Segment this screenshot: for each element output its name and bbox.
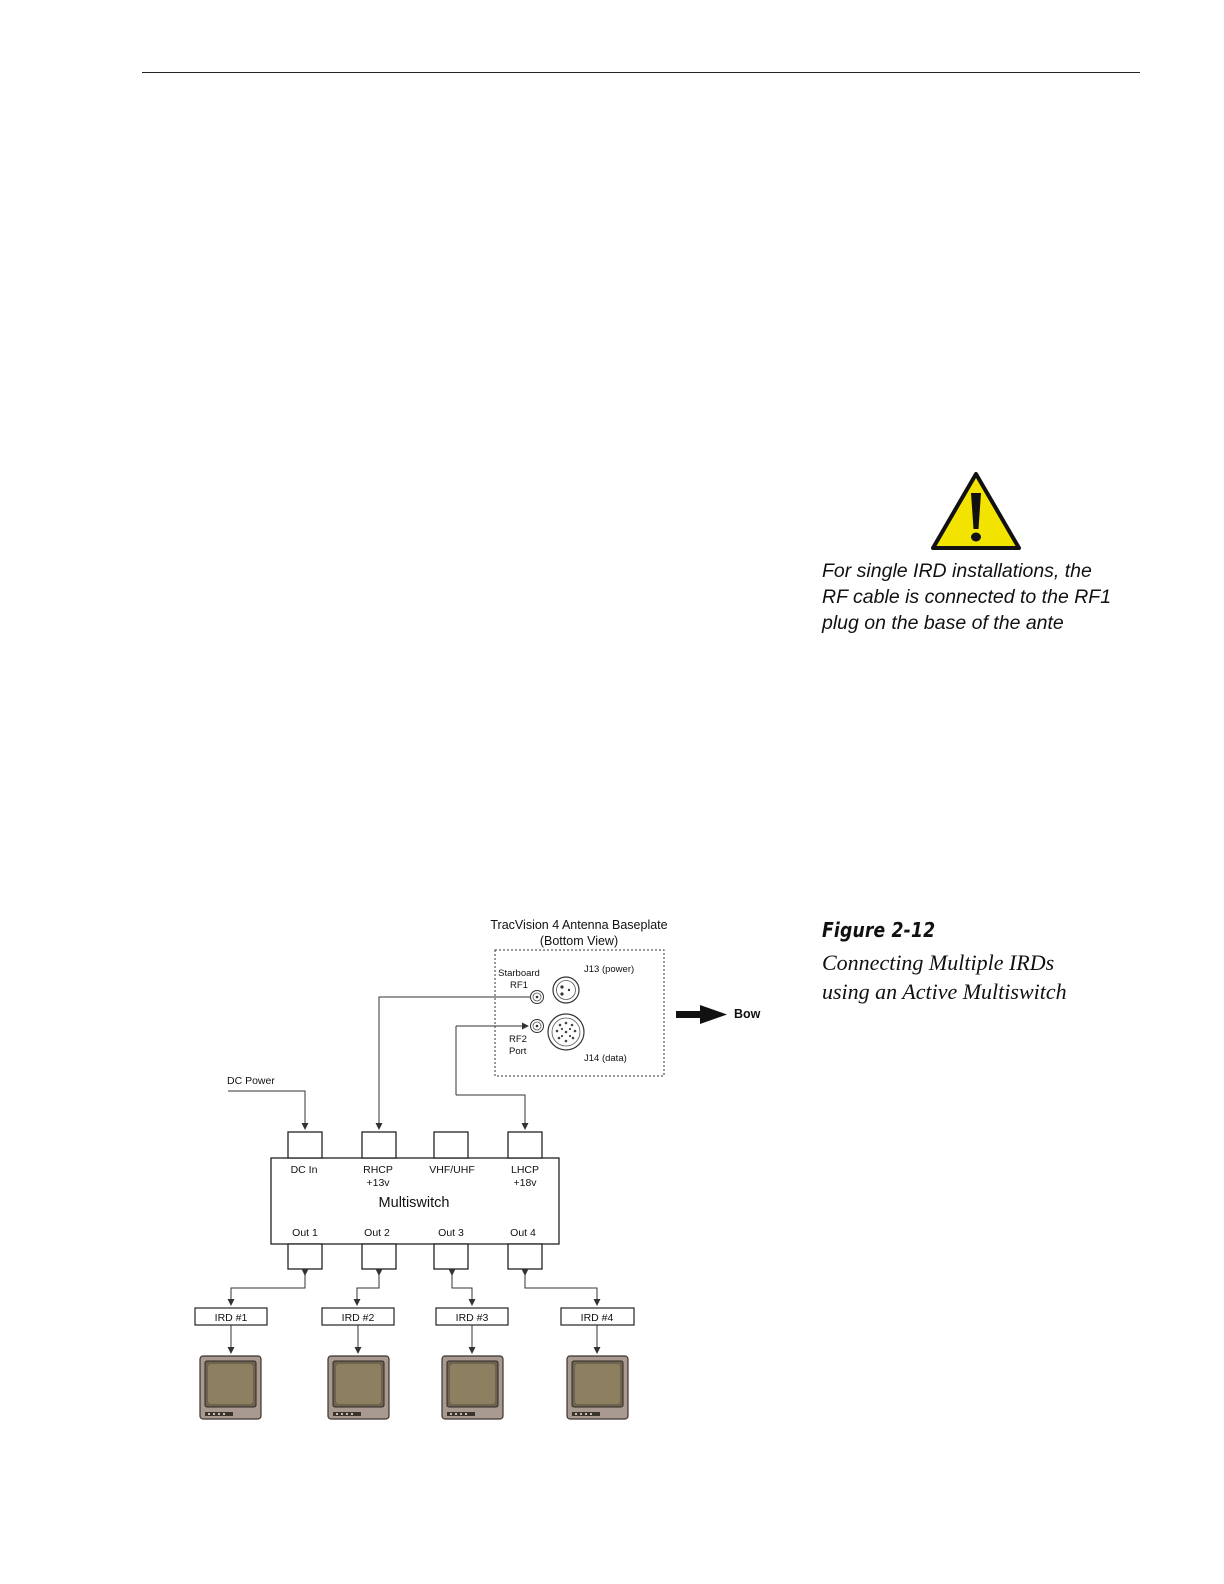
starboard-label: Starboard bbox=[498, 968, 540, 979]
figure-caption: Connecting Multiple IRDs using an Active… bbox=[822, 948, 1182, 1006]
header-rule bbox=[142, 72, 1140, 73]
vhf-uhf-port bbox=[433, 1131, 469, 1159]
multiswitch-body bbox=[270, 1157, 560, 1245]
television-icon bbox=[566, 1355, 629, 1420]
baseplate-subtitle: (Bottom View) bbox=[540, 934, 618, 948]
rf1-to-rhcp-cable bbox=[375, 996, 530, 1130]
warning-icon bbox=[931, 472, 1021, 550]
j13-power-connector bbox=[552, 976, 580, 1004]
out3-port bbox=[433, 1243, 469, 1270]
ird-label: IRD #1 bbox=[215, 1312, 248, 1324]
input-label: RHCP bbox=[363, 1164, 393, 1176]
note-line: plug on the base of the ante bbox=[822, 612, 1064, 634]
input-sublabel: +13v bbox=[366, 1177, 390, 1189]
lhcp-port bbox=[507, 1131, 543, 1159]
out1-cable bbox=[227, 1269, 309, 1306]
caption-line: Connecting Multiple IRDs bbox=[822, 950, 1055, 975]
television-icon bbox=[441, 1355, 504, 1420]
dc-power-label: DC Power bbox=[227, 1075, 275, 1087]
output-label: Out 4 bbox=[510, 1227, 536, 1239]
ird-label: IRD #2 bbox=[342, 1312, 375, 1324]
out3-cable bbox=[448, 1269, 476, 1306]
note-line: RF cable is connected to the RF1 bbox=[822, 586, 1112, 608]
output-label: Out 3 bbox=[438, 1227, 464, 1239]
figure-number: Figure 2-12 bbox=[822, 918, 936, 942]
dc-power-wire bbox=[228, 1090, 309, 1130]
out2-cable bbox=[353, 1269, 383, 1306]
rf2-label: RF2 bbox=[509, 1034, 527, 1045]
out4-cable bbox=[521, 1269, 601, 1306]
dc-in-port bbox=[287, 1131, 323, 1159]
rf2-connector bbox=[530, 1019, 544, 1033]
note-line: For single IRD installations, the bbox=[822, 560, 1092, 582]
ird-label: IRD #4 bbox=[581, 1312, 614, 1324]
baseplate-title: TracVision 4 Antenna Baseplate bbox=[490, 918, 667, 932]
input-label: VHF/UHF bbox=[429, 1164, 475, 1176]
output-label: Out 2 bbox=[364, 1227, 390, 1239]
port-label: Port bbox=[509, 1046, 527, 1057]
bow-arrow-icon bbox=[676, 1005, 727, 1024]
multiswitch-name: Multiswitch bbox=[379, 1195, 450, 1211]
out4-port bbox=[507, 1243, 543, 1270]
j14-label: J14 (data) bbox=[584, 1053, 627, 1064]
television-icon bbox=[327, 1355, 390, 1420]
input-label: DC In bbox=[291, 1164, 318, 1176]
caption-line: using an Active Multiswitch bbox=[822, 979, 1067, 1004]
ird-label: IRD #3 bbox=[456, 1312, 489, 1324]
rf1-connector bbox=[530, 990, 544, 1004]
rf2-to-lhcp-cable bbox=[456, 1094, 529, 1130]
input-label: LHCP bbox=[511, 1164, 539, 1176]
out1-port bbox=[287, 1243, 323, 1270]
bow-label: Bow bbox=[734, 1007, 761, 1021]
rf1-label: RF1 bbox=[510, 980, 528, 991]
output-label: Out 1 bbox=[292, 1227, 318, 1239]
rhcp-port bbox=[361, 1131, 397, 1159]
j14-data-connector bbox=[547, 1013, 585, 1051]
television-icon bbox=[199, 1355, 262, 1420]
baseplate-outline bbox=[494, 949, 665, 1077]
j13-label: J13 (power) bbox=[584, 964, 634, 975]
input-sublabel: +18v bbox=[513, 1177, 537, 1189]
single-ird-note: For single IRD installations, the RF cab… bbox=[822, 558, 1142, 636]
out2-port bbox=[361, 1243, 397, 1270]
